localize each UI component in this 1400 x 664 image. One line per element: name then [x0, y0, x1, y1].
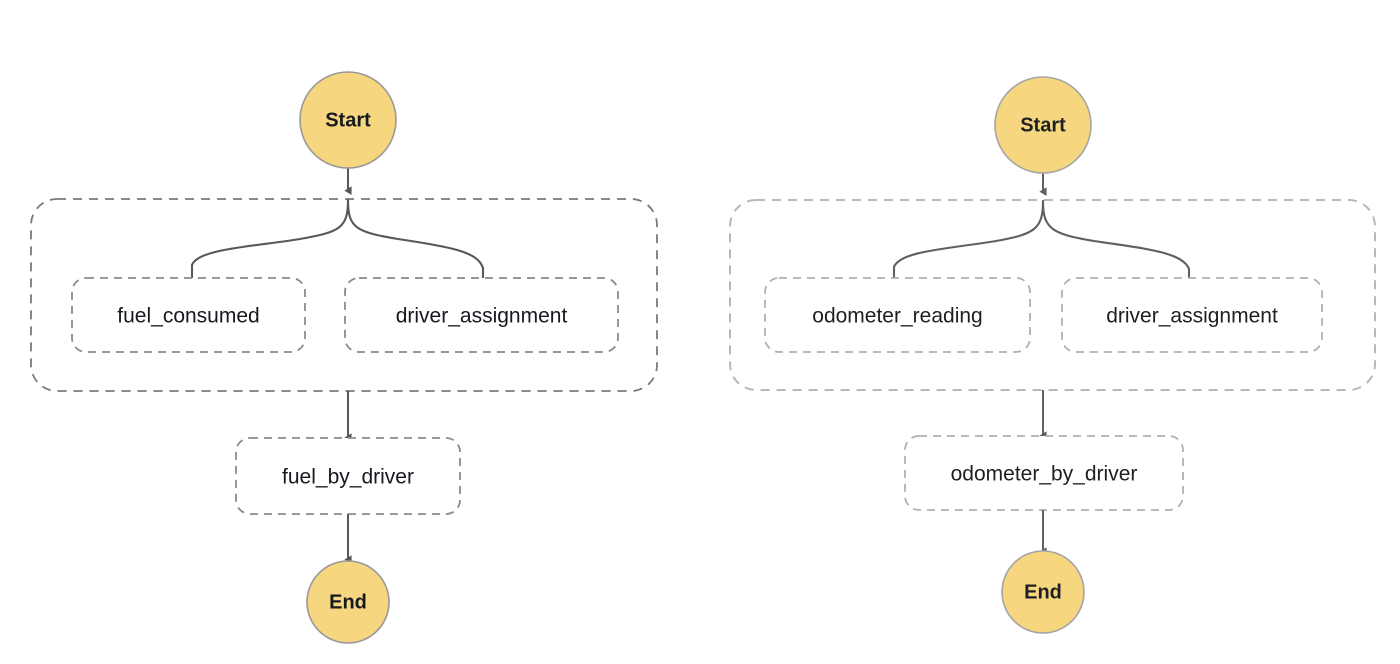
start-node-left[interactable]: Start [299, 71, 397, 169]
start-node-circle[interactable] [994, 76, 1092, 174]
node-fuel-by-driver-label: fuel_by_driver [282, 466, 414, 489]
end-node-label: End [329, 591, 367, 613]
edge-split-right-branch [346, 198, 485, 280]
node-odometer-reading-label: odometer_reading [812, 305, 982, 328]
end-node-right[interactable]: End [1001, 550, 1085, 634]
edge-split-right-branch [1041, 199, 1191, 280]
end-node-label: End [1024, 581, 1062, 603]
start-node-circle[interactable] [299, 71, 397, 169]
node-odometer-reading[interactable]: odometer_reading [764, 277, 1031, 353]
end-node-circle[interactable] [306, 560, 390, 644]
node-fuel-by-driver[interactable]: fuel_by_driver [235, 437, 461, 515]
end-node-left[interactable]: End [306, 560, 390, 644]
node-driver-assignment-label: driver_assignment [1106, 305, 1278, 328]
node-driver-assignment[interactable]: driver_assignment [1061, 277, 1323, 353]
parallel-group-right [729, 199, 1376, 391]
node-odometer-by-driver-label: odometer_by_driver [951, 463, 1138, 486]
node-odometer-reading-box[interactable] [764, 277, 1031, 353]
node-fuel-consumed-label: fuel_consumed [117, 305, 259, 328]
edge-split-left-branch [190, 198, 350, 280]
node-driver-assignment[interactable]: driver_assignment [344, 277, 619, 353]
node-fuel-consumed-box[interactable] [71, 277, 306, 353]
node-odometer-by-driver[interactable]: odometer_by_driver [904, 435, 1184, 511]
flowchart-odometer-pipeline: odometer_reading driver_assignment odome… [729, 76, 1376, 634]
end-node-circle[interactable] [1001, 550, 1085, 634]
node-driver-assignment-label: driver_assignment [396, 305, 568, 328]
edge-split-left-branch [892, 199, 1045, 280]
node-driver-assignment-box[interactable] [344, 277, 619, 353]
parallel-group-left [30, 198, 658, 392]
start-node-label: Start [1020, 114, 1066, 136]
start-node-right[interactable]: Start [994, 76, 1092, 174]
flowchart-fuel-pipeline: fuel_consumed driver_assignment fuel_by_… [30, 71, 658, 644]
start-node-label: Start [325, 109, 371, 131]
node-driver-assignment-box[interactable] [1061, 277, 1323, 353]
node-fuel-consumed[interactable]: fuel_consumed [71, 277, 306, 353]
